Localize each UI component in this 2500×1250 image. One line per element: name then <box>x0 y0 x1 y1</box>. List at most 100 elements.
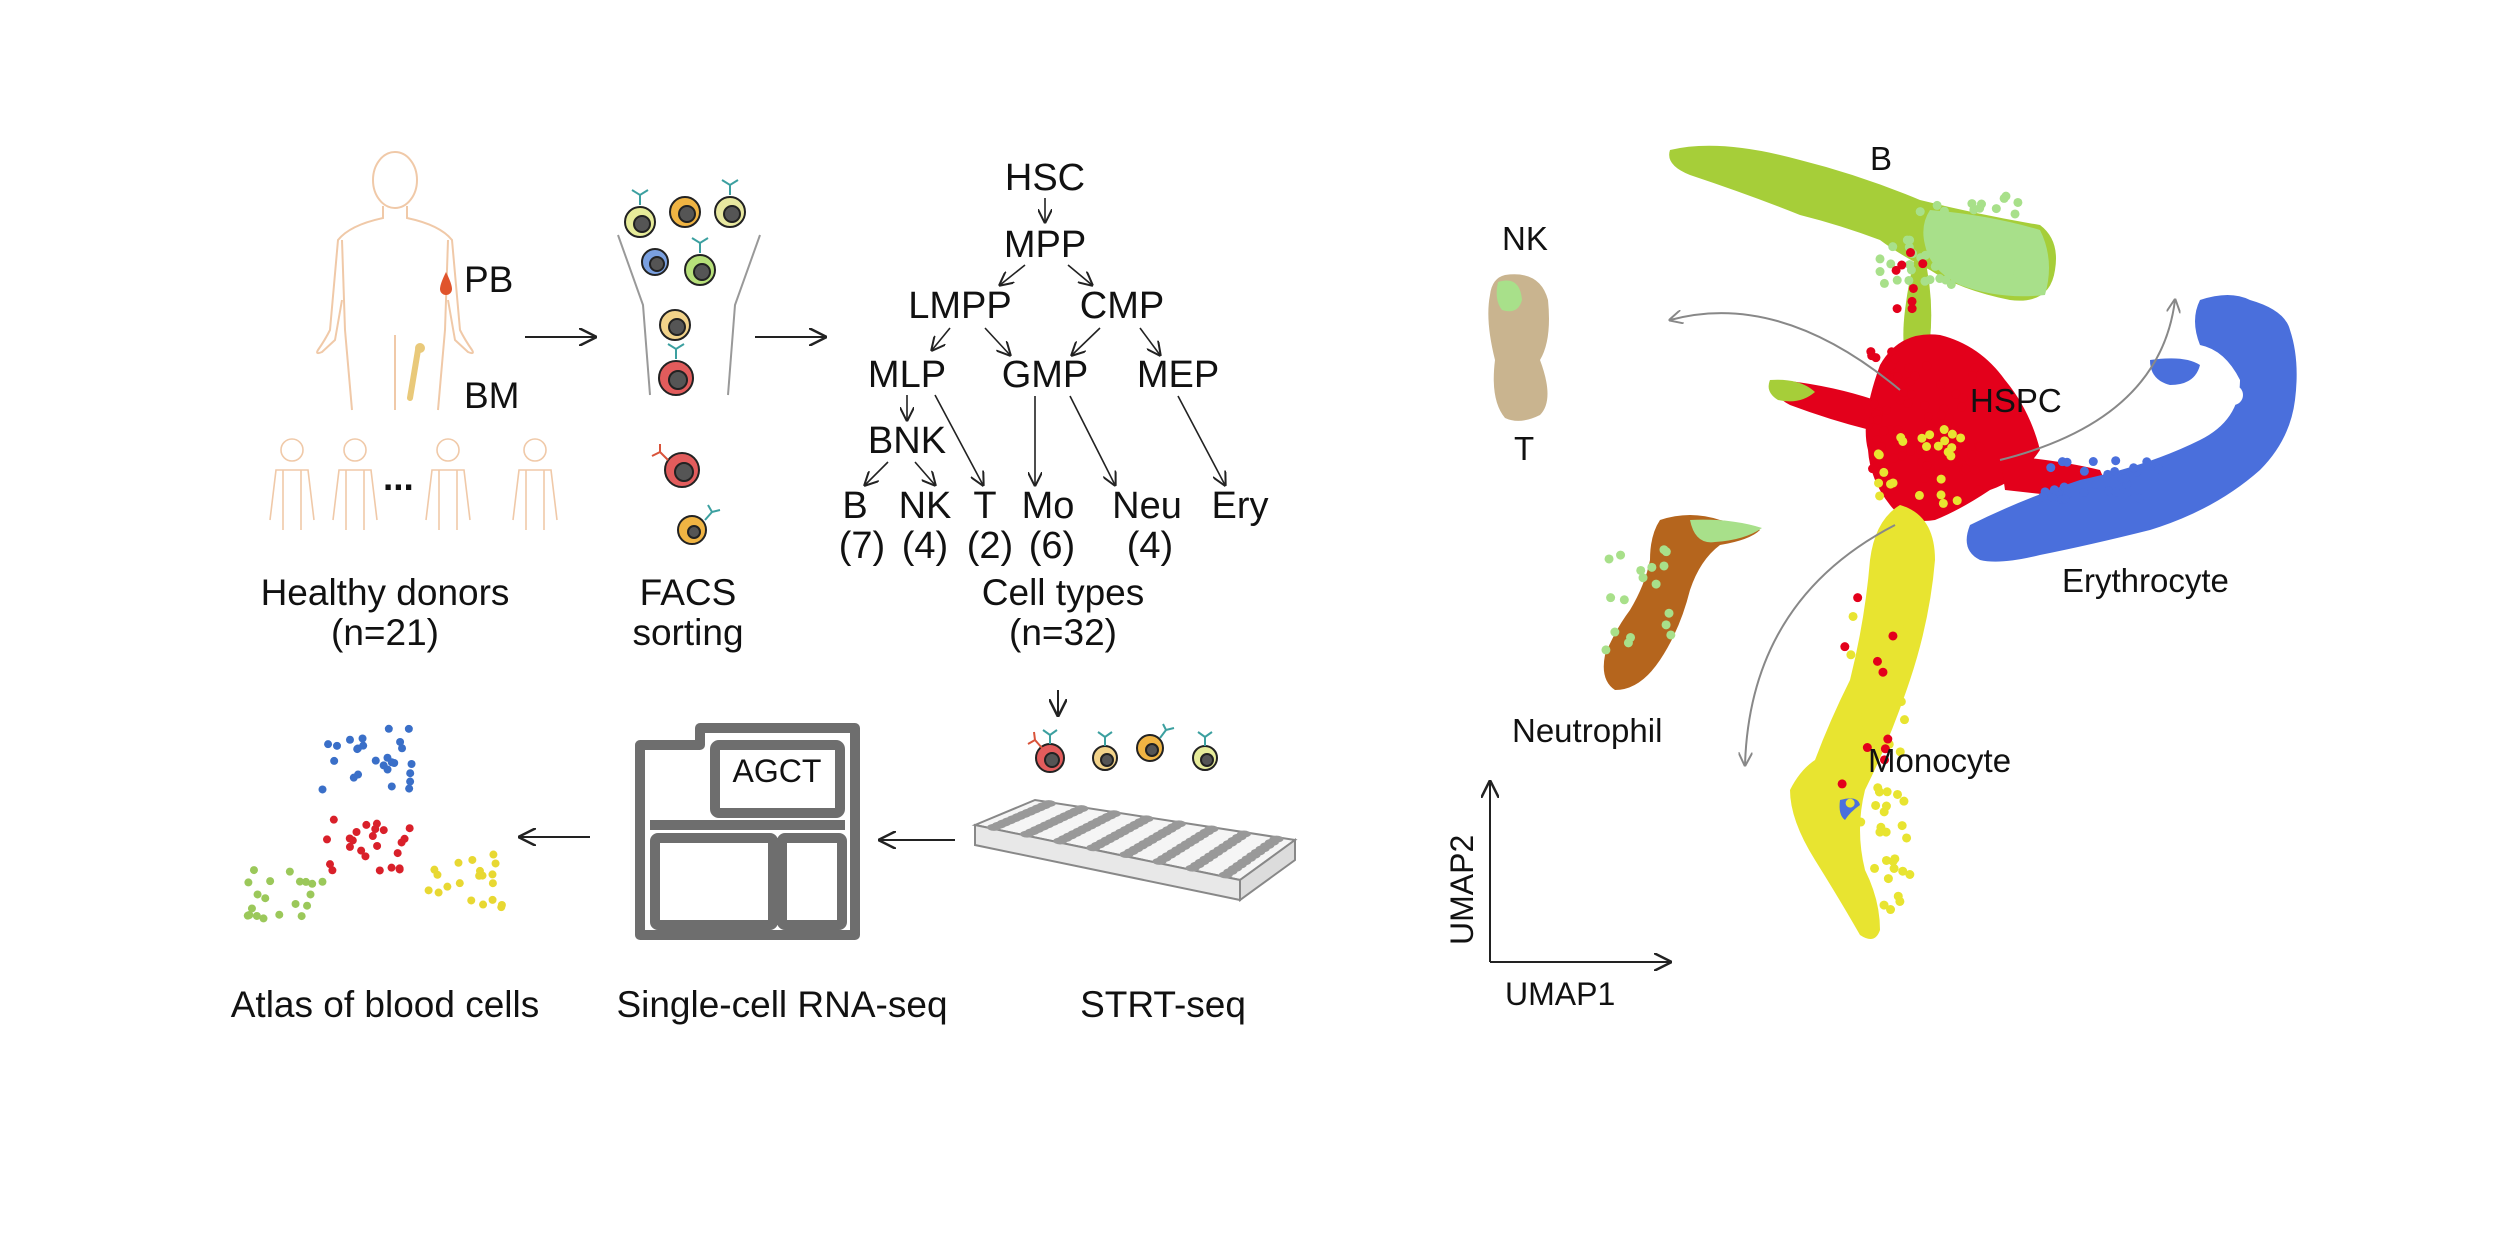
umap-point <box>2015 229 2025 239</box>
umap-point <box>2013 268 2023 278</box>
umap-label-neutrophil: Neutrophil <box>1512 712 1662 749</box>
umap-panel: B NK T HSPC Erythrocyte Neutrophil Monoc… <box>1444 140 2297 1012</box>
atlas-dot-blue <box>396 737 405 746</box>
umap-point <box>1601 645 1611 655</box>
scrna-caption: Single-cell RNA-seq <box>616 984 947 1025</box>
atlas-dot-red <box>345 834 354 843</box>
umap-point <box>1619 595 1629 605</box>
umap-point <box>1975 442 1985 452</box>
umap-point <box>1902 833 1912 843</box>
umap-point <box>1895 747 1905 757</box>
tree-node-mlp: MLP <box>868 354 946 396</box>
facs-caption-line2: sorting <box>632 612 743 653</box>
tree-leaf-count: (6) <box>1029 525 1075 567</box>
trajectory-to-erythrocyte <box>1999 300 2175 461</box>
umap-point <box>1647 562 1657 572</box>
tree-leaf-name: Neu <box>1112 485 1182 527</box>
donors-caption-line1: Healthy donors <box>261 572 510 613</box>
umap-point <box>1889 863 1899 873</box>
umap-point <box>1856 871 1866 881</box>
umap-point <box>1871 606 1881 616</box>
atlas-dot-red <box>387 863 396 872</box>
strt-caption: STRT-seq <box>1080 984 1246 1025</box>
umap-point <box>1910 371 1920 381</box>
umap-point <box>2142 457 2152 467</box>
atlas-dot-blue <box>359 741 368 750</box>
umap-point <box>2001 191 2011 201</box>
umap-point <box>1947 443 1957 453</box>
umap-point <box>1955 214 1965 224</box>
umap-point <box>2014 240 2024 250</box>
atlas-dot-blue <box>358 734 367 743</box>
umap-point <box>1666 630 1676 640</box>
atlas-dot-red <box>405 824 414 833</box>
sequencer-icon <box>635 723 860 940</box>
atlas-dot-blue <box>379 761 388 770</box>
umap-point <box>2062 457 2072 467</box>
tree-leaf-name: T <box>973 485 996 527</box>
umap-point <box>1899 796 1909 806</box>
umap-point <box>1898 387 1908 397</box>
umap-point <box>1870 863 1880 873</box>
atlas-dot-red <box>393 849 402 858</box>
umap-point <box>1888 631 1898 641</box>
umap-point <box>1875 267 1885 277</box>
umap-point <box>1939 206 1949 216</box>
donor-silhouette-2-icon <box>332 438 378 530</box>
plate-well <box>1074 805 1089 813</box>
atlas-dot-green <box>259 914 268 923</box>
umap-point <box>2047 492 2057 502</box>
atlas-dot-red <box>322 835 331 844</box>
umap-point <box>2079 466 2089 476</box>
cluster-monocyte-blob <box>1839 798 1860 820</box>
umap-point <box>1875 254 1885 264</box>
umap-point <box>1945 226 1955 236</box>
umap-point <box>1938 498 1948 508</box>
tree-node-gmp: GMP <box>1002 354 1089 396</box>
umap-point <box>1874 450 1884 460</box>
atlas-dot-yellow <box>491 859 500 868</box>
atlas-dot-blue <box>398 744 407 753</box>
atlas-dot-red <box>352 828 361 837</box>
umap-point <box>1651 579 1661 589</box>
umap-point <box>1958 393 1968 403</box>
umap-point <box>1890 854 1900 864</box>
atlas-dot-red <box>379 826 388 835</box>
umap-point <box>2111 456 2121 466</box>
umap-point <box>1879 755 1889 765</box>
atlas-dot-yellow <box>488 870 497 879</box>
atlas-dot-blue <box>387 782 396 791</box>
donor-ellipsis: ... <box>383 457 414 498</box>
tree-leaf-name: NK <box>899 485 952 527</box>
plate-cell-antibody-orange <box>1027 731 1043 749</box>
facs-cells <box>624 196 746 545</box>
umap-point <box>2120 474 2130 484</box>
atlas-dot-blue <box>407 760 416 769</box>
umap-point <box>1968 371 1978 381</box>
donors-caption-line2: (n=21) <box>331 612 439 653</box>
plate-cell-antibodies <box>1042 723 1213 746</box>
umap-point <box>1970 465 1980 475</box>
umap-point <box>1852 710 1862 720</box>
atlas-dot-yellow <box>430 865 439 874</box>
cluster-neutrophil <box>1603 515 1760 690</box>
atlas-dot-red <box>329 815 338 824</box>
umap-point <box>1897 451 1907 461</box>
umap-point <box>1906 446 1916 456</box>
umap-point <box>1892 304 1902 314</box>
tree-leaf-count: (4) <box>1127 525 1173 567</box>
cluster-nk-highlight <box>1496 280 1522 312</box>
umap-point <box>1933 441 1943 451</box>
atlas-caption: Atlas of blood cells <box>231 984 540 1025</box>
umap-point <box>1933 246 1943 256</box>
umap-point <box>1992 272 2002 282</box>
umap-point <box>1956 433 1966 443</box>
atlas-dot-yellow <box>455 879 464 888</box>
umap-point <box>1846 650 1856 660</box>
umap-point <box>2008 233 2018 243</box>
tree-node-hsc: HSC <box>1005 157 1085 199</box>
umap-point <box>1847 867 1857 877</box>
atlas-dot-green <box>249 866 258 875</box>
atlas-dot-blue <box>406 769 415 778</box>
umap-point <box>1881 855 1891 865</box>
